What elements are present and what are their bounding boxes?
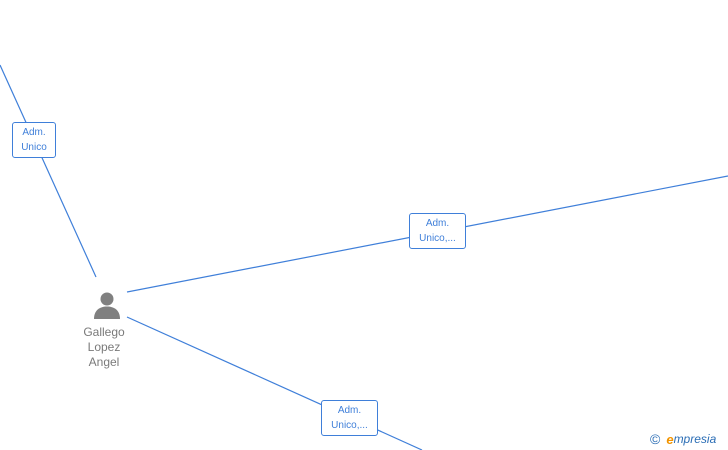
copyright-icon: © <box>650 431 661 447</box>
edge-label-line: Unico,... <box>331 420 368 431</box>
edge-line-top-left <box>0 64 97 278</box>
empresia-watermark: © e mpresia <box>650 430 716 448</box>
edge-label-line: Adm. <box>337 405 362 416</box>
brand-logo-text: mpresia <box>673 432 717 446</box>
person-name-line: Angel <box>88 355 120 369</box>
edge-label-line: Adm. <box>22 127 46 138</box>
person-name-line: Lopez <box>87 340 121 354</box>
person-icon[interactable] <box>92 290 122 320</box>
edge-label-line: Unico,... <box>419 233 456 244</box>
person-name-line: Gallego <box>83 325 125 339</box>
edge-label-bottom[interactable]: Adm. Unico,... <box>321 400 378 436</box>
brand-logo-e: e <box>666 431 674 447</box>
person-name-label[interactable]: Gallego Lopez Angel <box>62 325 146 370</box>
edge-label-top-left[interactable]: Adm. Unico <box>12 122 56 158</box>
edge-label-line: Unico <box>21 142 47 153</box>
edge-label-right[interactable]: Adm. Unico,... <box>409 213 466 249</box>
edge-label-line: Adm. <box>425 218 450 229</box>
